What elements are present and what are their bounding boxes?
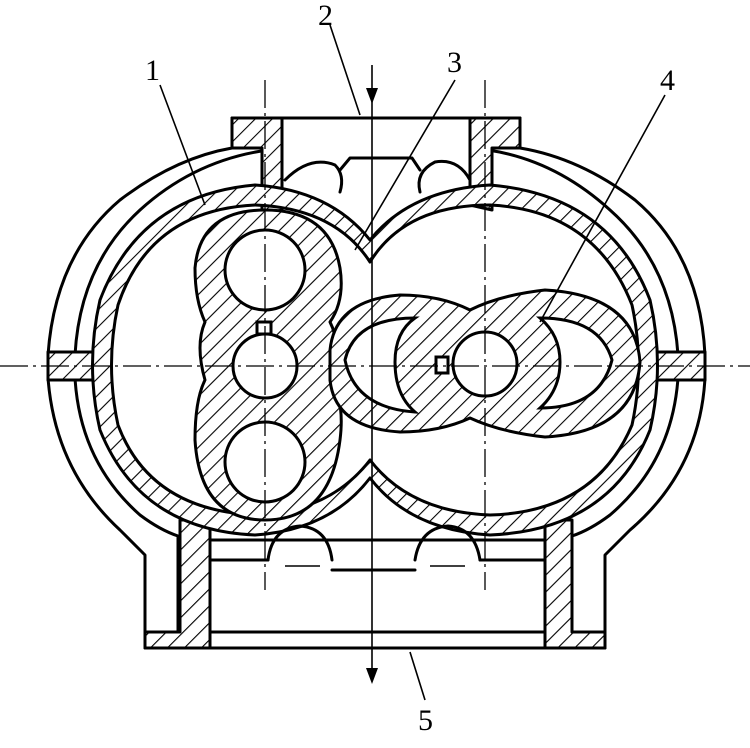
leader-5 <box>409 651 426 701</box>
inlet-chamber <box>280 148 472 187</box>
left-rotor <box>193 208 343 522</box>
leader-3 <box>354 79 456 251</box>
outlet-chamber-lobe-left <box>266 524 334 562</box>
left-rotor-key <box>255 320 273 336</box>
rotor-casing-wall <box>91 183 659 537</box>
outlet-flange-right <box>543 518 607 650</box>
pump-housing <box>46 116 707 650</box>
flow-arrow <box>366 65 378 684</box>
center-lines <box>0 80 750 590</box>
callout-inlet: 2 <box>318 0 333 32</box>
inlet-arrowhead <box>366 88 378 104</box>
callouts: 1 2 3 4 5 <box>145 0 675 737</box>
outlet-chamber-lobe-right <box>413 524 482 562</box>
outlet-chamber-floor <box>208 538 547 572</box>
leader-2 <box>329 24 361 116</box>
callout-outlet: 5 <box>418 704 433 737</box>
right-rotor-right-cavity <box>535 316 614 410</box>
inlet-chamber-lobe-left <box>283 160 344 194</box>
callout-housing: 1 <box>145 54 160 87</box>
leader-4 <box>539 94 666 323</box>
inlet-chamber-bridge <box>338 156 422 172</box>
callout-right-rotor: 4 <box>660 64 675 97</box>
callout-left-rotor: 3 <box>447 46 462 79</box>
right-rotor <box>328 288 642 439</box>
right-rotor-key <box>434 355 450 375</box>
right-rotor-left-cavity <box>343 316 420 414</box>
leader-lines <box>159 24 666 701</box>
outlet-arrowhead <box>366 668 378 684</box>
leader-1 <box>159 84 206 206</box>
inlet-chamber-lobe-right <box>417 159 472 194</box>
